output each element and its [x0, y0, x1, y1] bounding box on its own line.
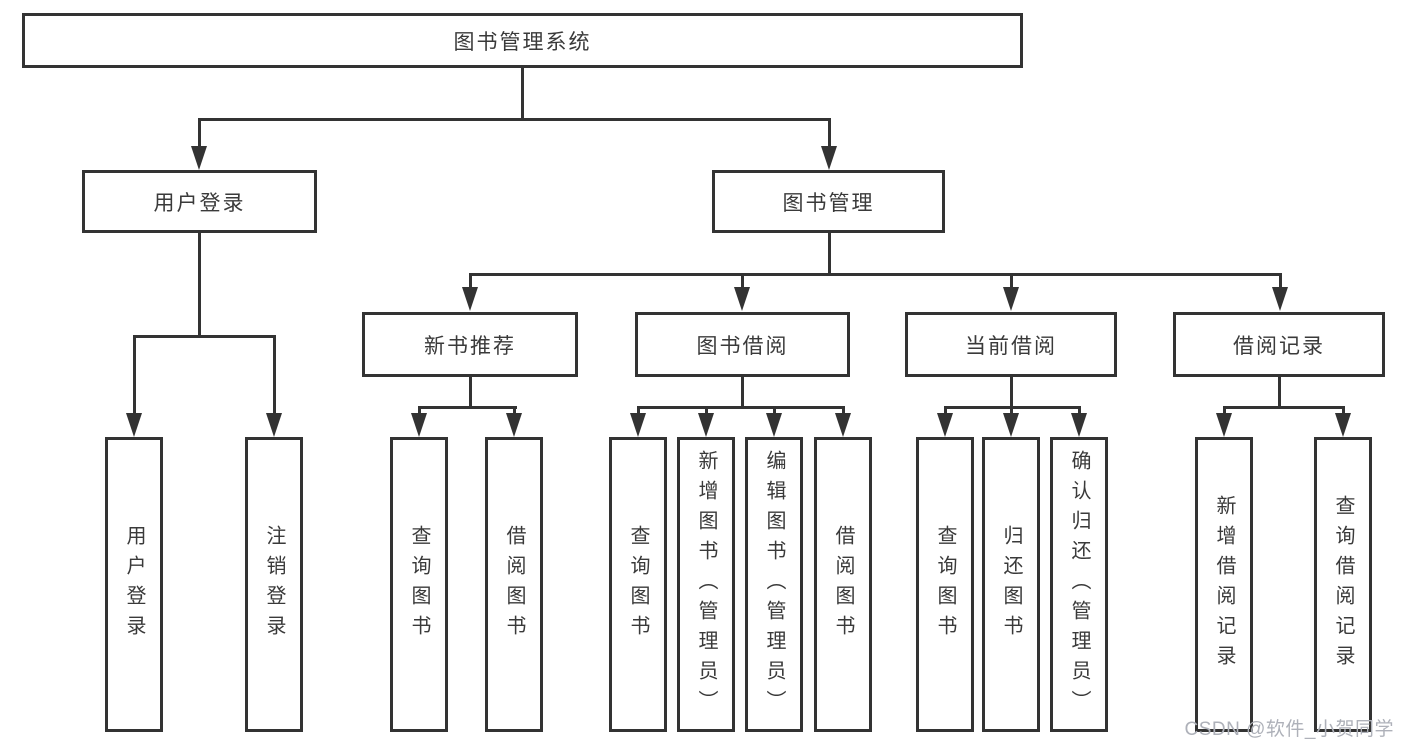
- node-book-borrow: 图书借阅: [635, 312, 850, 377]
- node-label: 确认归还（管理员）: [1068, 449, 1090, 720]
- connector-line-vertical: [827, 233, 831, 273]
- connector-line-horizontal: [417, 406, 517, 409]
- arrow-down: [506, 406, 522, 437]
- node-borrow-records: 借阅记录: [1173, 312, 1385, 377]
- leaf-query-borrow-record: 查询借阅记录: [1314, 437, 1372, 732]
- connector-line-vertical: [468, 377, 472, 406]
- leaf-return-book: 归还图书: [982, 437, 1040, 732]
- arrow-down: [266, 335, 282, 437]
- arrow-down: [191, 118, 207, 170]
- arrow-down: [698, 406, 714, 437]
- node-label: 注销登录: [263, 524, 285, 645]
- connector-line-horizontal: [197, 118, 831, 121]
- connector-line-vertical: [520, 68, 524, 118]
- arrow-down: [462, 273, 478, 311]
- csdn-watermark: CSDN @软件_小贺同学: [1184, 719, 1394, 740]
- node-label: 新增图书（管理员）: [695, 449, 717, 720]
- arrow-down: [1071, 406, 1087, 437]
- arrow-down: [1003, 273, 1019, 311]
- node-label: 用户登录: [153, 191, 246, 215]
- connector-line-vertical: [740, 377, 744, 406]
- leaf-add-book-admin: 新增图书（管理员）: [677, 437, 735, 732]
- leaf-add-borrow-record: 新增借阅记录: [1195, 437, 1253, 732]
- node-user-login: 用户登录: [82, 170, 317, 233]
- arrow-down: [1272, 273, 1288, 311]
- node-label: 图书管理: [782, 191, 875, 215]
- leaf-borrow-book-recommend: 借阅图书: [485, 437, 543, 732]
- arrow-down: [734, 273, 750, 311]
- connector-line-horizontal: [1222, 406, 1345, 409]
- node-label: 借阅记录: [1233, 334, 1325, 358]
- leaf-borrow-book: 借阅图书: [814, 437, 872, 732]
- arrow-down: [766, 406, 782, 437]
- node-book-management: 图书管理: [712, 170, 945, 233]
- node-label: 图书管理系统: [453, 30, 592, 54]
- leaf-query-book-recommend: 查询图书: [390, 437, 448, 732]
- node-new-book-recommend: 新书推荐: [362, 312, 578, 377]
- node-label: 编辑图书（管理员）: [763, 449, 785, 720]
- connector-line-vertical: [197, 233, 201, 335]
- node-label: 查询借阅记录: [1332, 494, 1354, 675]
- arrow-down: [630, 406, 646, 437]
- node-label: 借阅图书: [832, 524, 854, 645]
- arrow-down: [937, 406, 953, 437]
- node-label: 归还图书: [1000, 524, 1022, 645]
- arrow-down: [1216, 406, 1232, 437]
- arrow-down: [1335, 406, 1351, 437]
- arrow-down: [411, 406, 427, 437]
- node-label: 新书推荐: [424, 334, 516, 358]
- node-label: 当前借阅: [965, 334, 1057, 358]
- node-label: 借阅图书: [503, 524, 525, 645]
- arrow-down: [835, 406, 851, 437]
- arrow-down: [1003, 406, 1019, 437]
- node-label: 查询图书: [934, 524, 956, 645]
- leaf-confirm-return-admin: 确认归还（管理员）: [1050, 437, 1108, 732]
- node-label: 用户登录: [123, 524, 145, 645]
- arrow-down: [126, 335, 142, 437]
- node-label: 新增借阅记录: [1213, 494, 1235, 675]
- leaf-edit-book-admin: 编辑图书（管理员）: [745, 437, 803, 732]
- node-label: 查询图书: [408, 524, 430, 645]
- node-current-borrow: 当前借阅: [905, 312, 1117, 377]
- connector-line-horizontal: [636, 406, 845, 409]
- leaf-user-login: 用户登录: [105, 437, 163, 732]
- connector-line-horizontal: [468, 273, 1282, 276]
- connector-line-vertical: [1277, 377, 1281, 406]
- connector-line-horizontal: [132, 335, 276, 338]
- node-label: 图书借阅: [696, 334, 789, 358]
- leaf-logout: 注销登录: [245, 437, 303, 732]
- arrow-down: [821, 118, 837, 170]
- node-root-library-system: 图书管理系统: [22, 13, 1023, 68]
- node-label: 查询图书: [627, 524, 649, 645]
- leaf-query-book-current: 查询图书: [916, 437, 974, 732]
- connector-line-vertical: [1009, 377, 1013, 406]
- leaf-query-book-borrow: 查询图书: [609, 437, 667, 732]
